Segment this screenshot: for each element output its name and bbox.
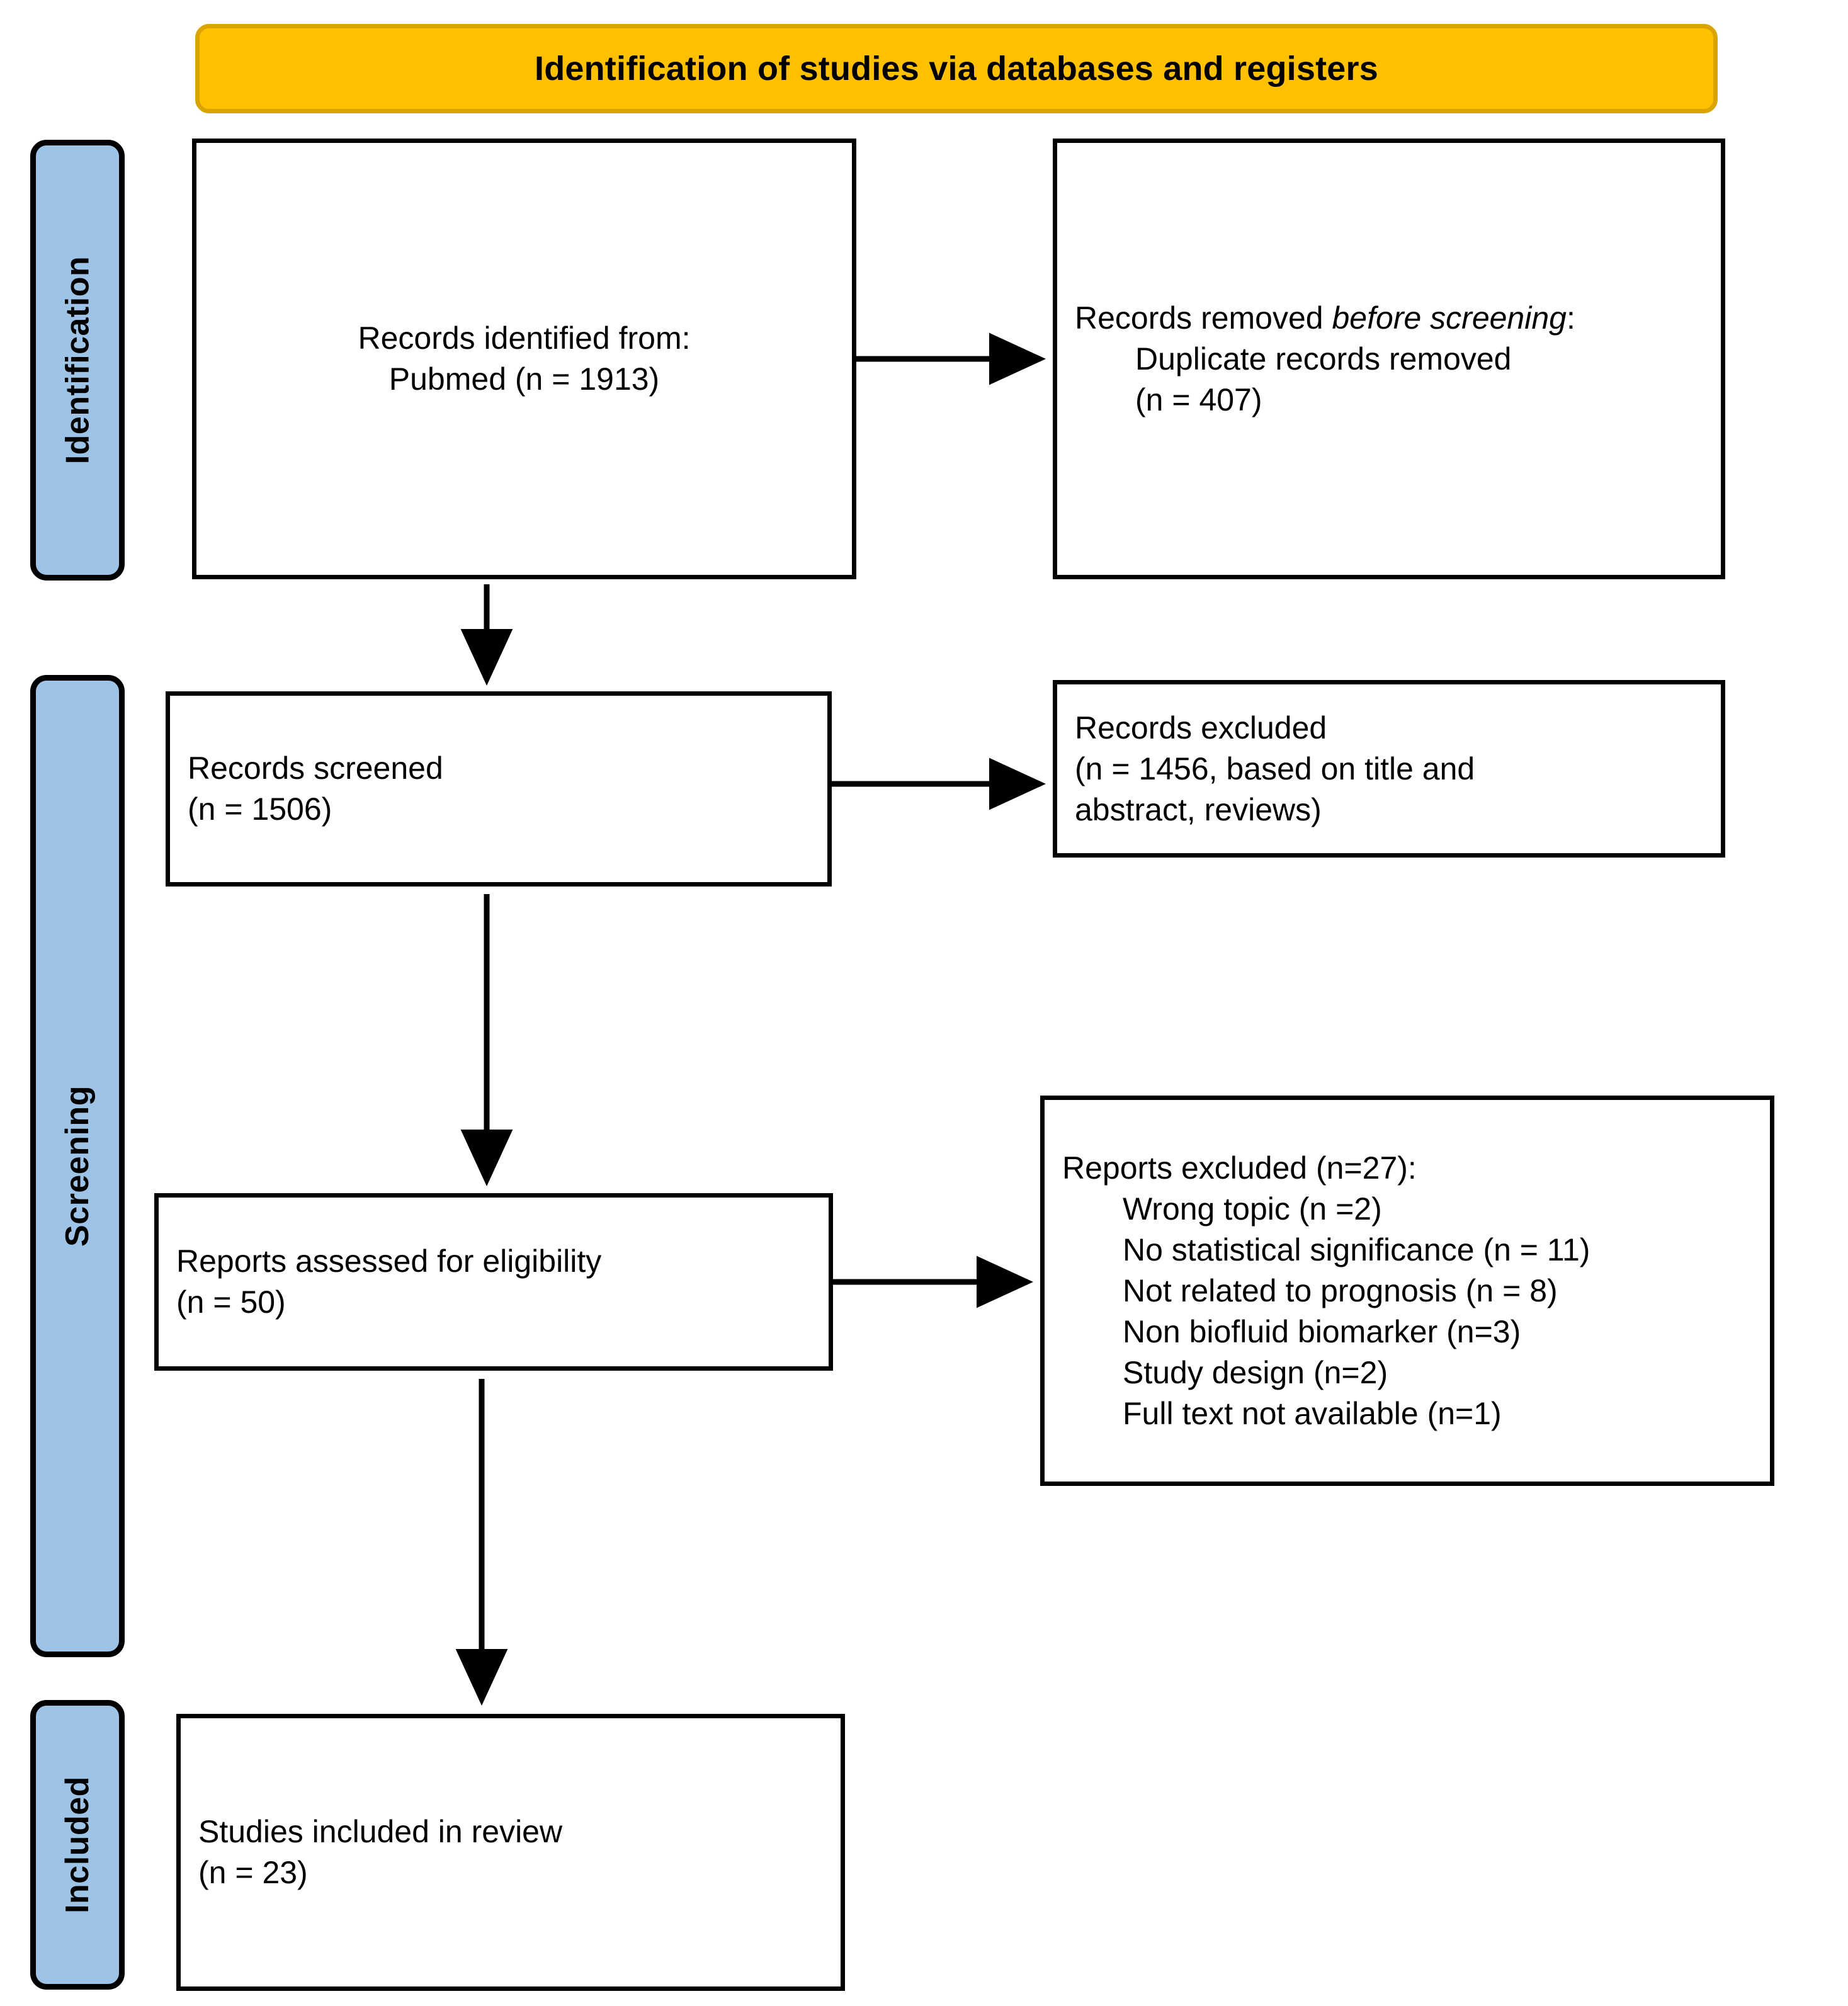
records-excluded-line2: (n = 1456, based on title and (1075, 751, 1475, 786)
box-records-excluded: Records excluded (n = 1456, based on tit… (1053, 680, 1725, 858)
box-reports-excluded-text: Reports excluded (n=27): Wrong topic (n … (1045, 1148, 1770, 1434)
box-records-screened: Records screened (n = 1506) (166, 691, 832, 887)
reports-excluded-reason: Not related to prognosis (n = 8) (1123, 1272, 1558, 1308)
records-removed-lead-italic: before screening (1332, 300, 1567, 336)
records-removed-lead-colon: : (1566, 300, 1575, 336)
reports-excluded-reason: Non biofluid biomarker (n=3) (1123, 1313, 1521, 1349)
box-records-screened-text: Records screened (n = 1506) (170, 748, 827, 830)
stage-label-included: Included (30, 1700, 125, 1990)
stage-label-identification: Identification (30, 140, 125, 581)
box-records-excluded-text: Records excluded (n = 1456, based on tit… (1057, 708, 1721, 830)
reports-excluded-reason: Study design (n=2) (1123, 1354, 1388, 1390)
records-screened-line2: (n = 1506) (188, 791, 332, 827)
box-reports-assessed-eligibility: Reports assessed for eligibility (n = 50… (154, 1193, 833, 1371)
box-records-identified-text: Records identified from: Pubmed (n = 191… (196, 318, 852, 400)
box-studies-included-text: Studies included in review (n = 23) (181, 1811, 841, 1893)
records-excluded-line3: abstract, reviews) (1075, 791, 1322, 827)
box-reports-excluded: Reports excluded (n=27): Wrong topic (n … (1040, 1096, 1774, 1486)
studies-included-line1: Studies included in review (198, 1814, 563, 1849)
diagram-header-banner: Identification of studies via databases … (195, 24, 1718, 113)
stage-label-screening-text: Screening (59, 1085, 96, 1247)
box-records-removed-text: Records removed before screening: Duplic… (1057, 298, 1721, 421)
records-removed-lead-plain: Records removed (1075, 300, 1332, 336)
reports-assessed-line2: (n = 50) (176, 1284, 286, 1320)
stage-label-screening: Screening (30, 675, 125, 1657)
reports-excluded-reason: Full text not available (n=1) (1123, 1395, 1502, 1431)
records-removed-item2: (n = 407) (1135, 382, 1262, 417)
reports-excluded-heading: Reports excluded (n=27): (1062, 1150, 1417, 1186)
records-screened-line1: Records screened (188, 751, 443, 786)
stage-label-identification-text: Identification (59, 256, 96, 465)
box-records-identified: Records identified from: Pubmed (n = 191… (192, 139, 856, 579)
diagram-title: Identification of studies via databases … (535, 50, 1378, 88)
records-removed-item1: Duplicate records removed (1135, 341, 1512, 377)
stage-label-included-text: Included (59, 1776, 96, 1913)
box-reports-assessed-eligibility-text: Reports assessed for eligibility (n = 50… (159, 1241, 829, 1323)
records-identified-line2: Pubmed (n = 1913) (388, 361, 660, 397)
reports-excluded-reason: No statistical significance (n = 11) (1123, 1232, 1590, 1267)
studies-included-line2: (n = 23) (198, 1855, 308, 1890)
records-identified-line1: Records identified from: (358, 320, 691, 356)
reports-excluded-reason: Wrong topic (n =2) (1123, 1191, 1382, 1227)
box-records-removed: Records removed before screening: Duplic… (1053, 139, 1725, 579)
reports-assessed-line1: Reports assessed for eligibility (176, 1244, 602, 1279)
box-studies-included: Studies included in review (n = 23) (176, 1714, 845, 1991)
records-excluded-line1: Records excluded (1075, 710, 1327, 745)
